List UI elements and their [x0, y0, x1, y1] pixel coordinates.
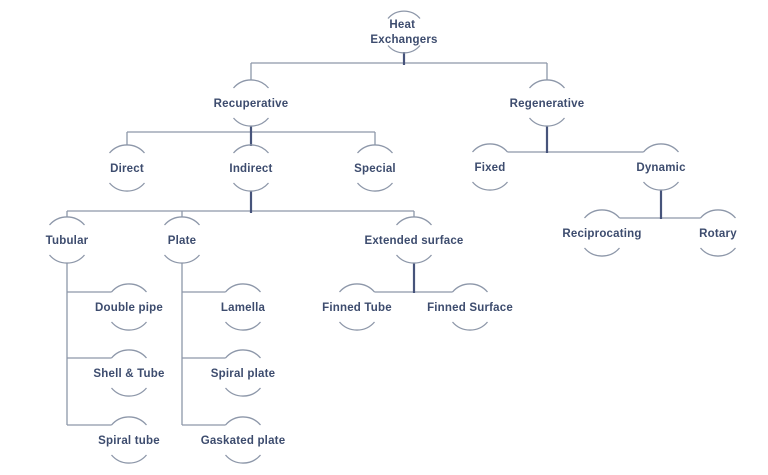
fixed-circle-bottom	[472, 181, 508, 191]
node-special: Special	[354, 144, 396, 192]
connector-indirect-row	[66, 210, 415, 217]
reciprocating-circle-bottom	[584, 247, 620, 257]
recuperative-circle-top	[233, 79, 269, 89]
node-double-pipe: Double pipe	[95, 283, 163, 331]
finned-tube-circle-bottom	[339, 321, 375, 331]
finned-surface-circle-top	[452, 283, 488, 293]
direct-circle-bottom	[109, 182, 145, 192]
heat-exchangers-circle-top	[387, 10, 421, 19]
extended-surface-circle-bottom	[396, 254, 432, 264]
regenerative-circle-bottom	[529, 117, 565, 127]
node-spiral-plate: Spiral plate	[211, 349, 275, 397]
dynamic-circle-bottom	[643, 181, 679, 191]
spiral-tube-circle-bottom	[111, 454, 147, 464]
node-finned-tube: Finned Tube	[322, 283, 392, 331]
connector-plate-branch	[181, 263, 226, 426]
spiral-tube-label: Spiral tube	[98, 435, 160, 447]
indirect-circle-bottom	[233, 182, 269, 192]
lamella-circle-top	[225, 283, 261, 293]
double-pipe-label: Double pipe	[95, 302, 163, 314]
spiral-plate-circle-bottom	[225, 387, 261, 397]
finned-surface-label: Finned Surface	[427, 302, 513, 314]
node-heat-exchangers: Heat Exchangers	[370, 10, 437, 54]
node-dynamic: Dynamic	[636, 143, 686, 191]
recuperative-label: Recuperative	[214, 98, 289, 110]
node-extended-surface: Extended surface	[364, 216, 463, 264]
node-gaskated-plate: Gaskated plate	[201, 416, 286, 464]
rotary-circle-top	[700, 209, 736, 219]
lamella-circle-bottom	[225, 321, 261, 331]
extended-surface-label: Extended surface	[364, 235, 463, 247]
reciprocating-label: Reciprocating	[562, 228, 641, 240]
node-indirect: Indirect	[229, 144, 272, 192]
tubular-circle-top	[49, 216, 85, 226]
connectors	[66, 62, 701, 426]
tubular-circle-bottom	[49, 254, 85, 264]
spiral-tube-circle-top	[111, 416, 147, 426]
direct-label: Direct	[110, 163, 144, 175]
node-reciprocating: Reciprocating	[562, 209, 641, 257]
node-shell-and-tube: Shell & Tube	[93, 349, 164, 397]
node-finned-surface: Finned Surface	[427, 283, 513, 331]
special-circle-top	[357, 144, 393, 154]
connector-root-row	[250, 62, 548, 80]
indirect-label: Indirect	[229, 163, 272, 175]
shell-and-tube-label: Shell & Tube	[93, 368, 164, 380]
finned-surface-circle-bottom	[452, 321, 488, 331]
double-pipe-circle-bottom	[111, 321, 147, 331]
direct-circle-top	[109, 144, 145, 154]
plate-label: Plate	[168, 235, 197, 247]
connector-stubs	[249, 52, 663, 293]
fixed-label: Fixed	[474, 162, 505, 174]
regenerative-circle-top	[529, 79, 565, 89]
node-rotary: Rotary	[699, 209, 737, 257]
node-direct: Direct	[109, 144, 145, 192]
rotary-circle-bottom	[700, 247, 736, 257]
finned-tube-label: Finned Tube	[322, 302, 392, 314]
gaskated-plate-circle-bottom	[225, 454, 261, 464]
lamella-label: Lamella	[221, 302, 266, 314]
spiral-plate-circle-top	[225, 349, 261, 359]
connector-tubular-branch	[66, 263, 112, 426]
plate-circle-bottom	[164, 254, 200, 264]
shell-and-tube-circle-top	[111, 349, 147, 359]
heat-exchangers-circle-bottom	[387, 45, 421, 54]
plate-circle-top	[164, 216, 200, 226]
regenerative-label: Regenerative	[510, 98, 585, 110]
dynamic-circle-top	[643, 143, 679, 153]
indirect-circle-top	[233, 144, 269, 154]
recuperative-circle-bottom	[233, 117, 269, 127]
special-circle-bottom	[357, 182, 393, 192]
fixed-circle-top	[472, 143, 508, 153]
dynamic-label: Dynamic	[636, 162, 686, 174]
node-fixed: Fixed	[472, 143, 508, 191]
spiral-plate-label: Spiral plate	[211, 368, 275, 380]
finned-tube-circle-top	[339, 283, 375, 293]
special-label: Special	[354, 163, 396, 175]
gaskated-plate-label: Gaskated plate	[201, 435, 286, 447]
tubular-label: Tubular	[46, 235, 89, 247]
node-plate: Plate	[164, 216, 200, 264]
node-spiral-tube: Spiral tube	[98, 416, 160, 464]
node-regenerative: Regenerative	[510, 79, 585, 127]
node-recuperative: Recuperative	[214, 79, 289, 127]
shell-and-tube-circle-bottom	[111, 387, 147, 397]
gaskated-plate-circle-top	[225, 416, 261, 426]
extended-surface-circle-top	[396, 216, 432, 226]
double-pipe-circle-top	[111, 283, 147, 293]
node-lamella: Lamella	[221, 283, 266, 331]
heat-exchangers-label: Heat Exchangers	[370, 19, 437, 46]
node-tubular: Tubular	[46, 216, 89, 264]
rotary-label: Rotary	[699, 228, 737, 240]
reciprocating-circle-top	[584, 209, 620, 219]
